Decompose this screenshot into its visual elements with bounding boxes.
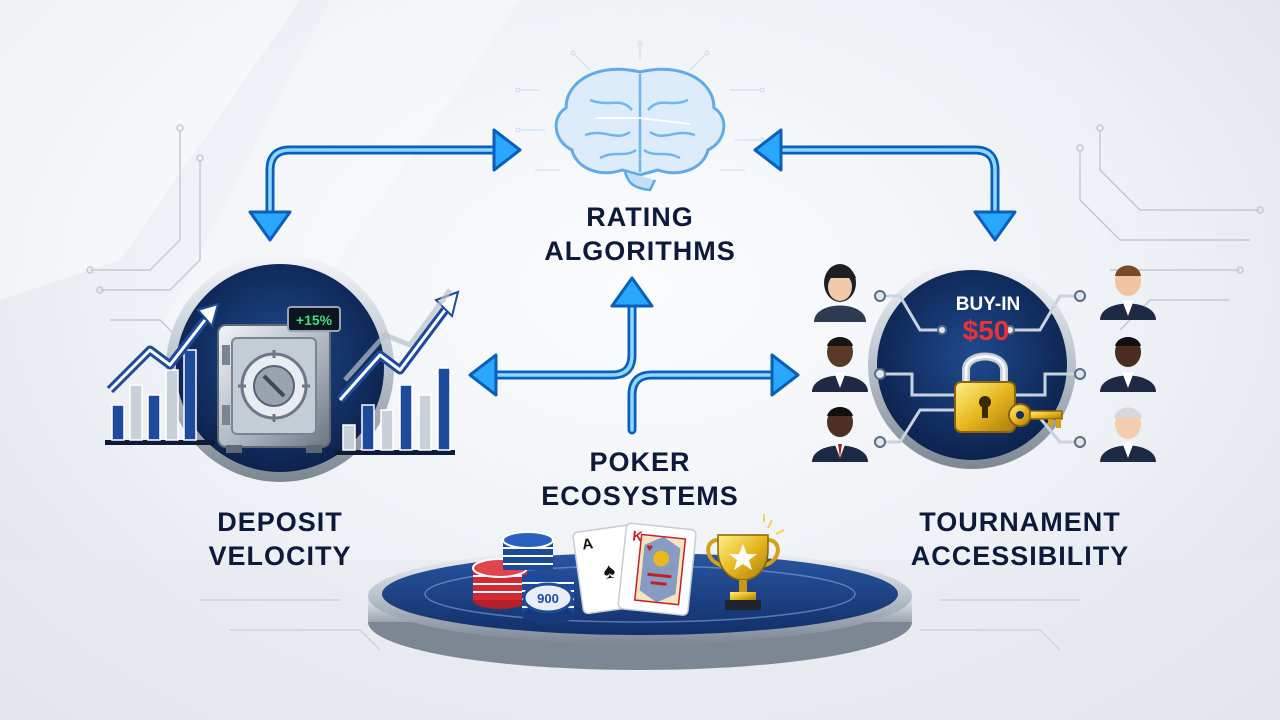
chip-value-text: 900 <box>537 591 559 606</box>
svg-text:♥: ♥ <box>646 542 654 555</box>
arrowhead <box>610 276 654 308</box>
arrow-poker-to-rating-deposit <box>480 291 637 380</box>
person-avatar-icon <box>1100 337 1156 392</box>
padlock-icon <box>954 352 1016 433</box>
growth-badge-text: +15% <box>296 312 333 328</box>
tournament-accessibility-disc <box>868 261 1076 469</box>
poker-ecosystems-label: POKER ECOSYSTEMS <box>480 445 800 513</box>
growth-badge: +15% <box>287 306 341 332</box>
card-rank: K <box>632 528 644 545</box>
rating-algorithms-label-line1: RATING <box>586 202 694 232</box>
light-ray <box>0 0 300 300</box>
person-avatar-icon <box>812 337 868 392</box>
brain-icon <box>515 40 765 192</box>
playing-card-icon: K ♥ <box>617 522 697 616</box>
deposit-velocity-label: DEPOSIT VELOCITY <box>120 505 440 573</box>
arrow-poker-to-tournament <box>627 370 785 435</box>
light-ray <box>160 0 520 330</box>
arrowhead <box>973 210 1017 242</box>
arrowhead <box>248 210 292 242</box>
arrowhead <box>492 128 522 172</box>
card-rank: A <box>581 535 594 553</box>
rating-algorithms-label: RATING ALGORITHMS <box>440 200 840 268</box>
buyin-amount: $50 <box>963 315 1010 346</box>
arrowhead <box>468 353 498 397</box>
deposit-velocity-label-line1: DEPOSIT <box>217 507 343 537</box>
circuit-traces-left <box>86 124 204 351</box>
trend-arrow-icon <box>335 288 460 455</box>
tournament-accessibility-label: TOURNAMENT ACCESSIBILITY <box>840 505 1200 573</box>
person-avatar-icon <box>812 407 868 462</box>
circuit-traces-right <box>1076 124 1264 331</box>
network-nodes <box>874 290 1086 448</box>
rating-algorithms-label-line2: ALGORITHMS <box>544 236 736 266</box>
connector-arrows <box>248 128 1017 435</box>
trophy-icon <box>706 514 785 610</box>
poker-chip-icon: 900 <box>522 575 574 624</box>
person-avatar-icon <box>814 264 866 322</box>
arrowhead <box>753 128 783 172</box>
circuit-traces-bottom <box>200 599 1080 651</box>
player-avatars <box>812 264 1156 462</box>
poker-chip-icon <box>502 531 554 570</box>
person-avatar-icon <box>1100 265 1156 320</box>
bar-chart-icon <box>105 302 220 445</box>
safe-icon <box>217 324 331 453</box>
poker-ecosystems-label-line1: POKER <box>589 447 691 477</box>
svg-text:♠: ♠ <box>602 557 617 583</box>
person-avatar-icon <box>1100 407 1156 462</box>
tournament-accessibility-label-line1: TOURNAMENT <box>919 507 1121 537</box>
deposit-velocity-label-line2: VELOCITY <box>208 541 352 571</box>
buyin-label: BUY-IN <box>956 294 1020 315</box>
key-icon <box>1008 403 1063 428</box>
poker-ecosystems-label-line2: ECOSYSTEMS <box>541 481 739 511</box>
tournament-accessibility-label-line2: ACCESSIBILITY <box>910 541 1130 571</box>
arrowhead <box>770 353 800 397</box>
